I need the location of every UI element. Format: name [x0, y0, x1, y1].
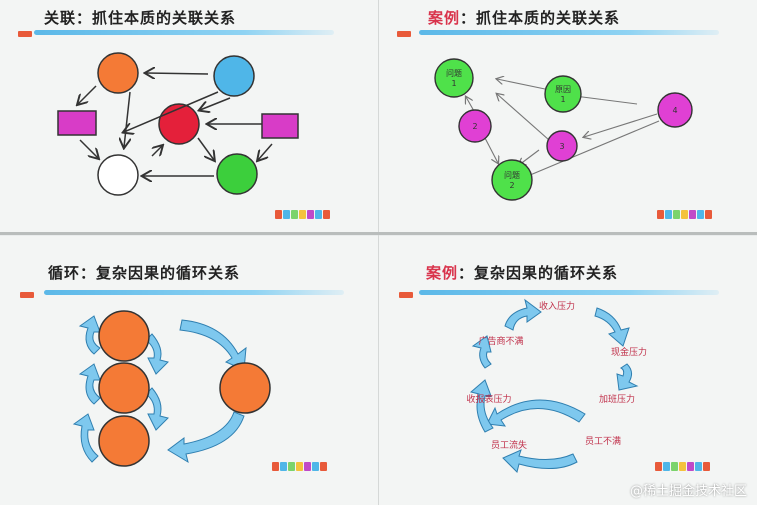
panel-association: 关联：抓住本质的关联关系: [0, 0, 378, 232]
node-4-label: 4: [672, 106, 677, 115]
cycle-label-staff-unhappy: 员工不满: [585, 436, 621, 447]
horizontal-divider: [0, 232, 757, 235]
red-node: [158, 103, 200, 145]
vertical-divider: [378, 0, 379, 505]
title-underline: [34, 30, 334, 35]
cycle-node-middle: [98, 362, 150, 414]
cycle-label-advertiser: 广告商不满: [478, 335, 523, 347]
association-arrows: [78, 73, 273, 176]
title-accent: 案例: [428, 9, 461, 27]
title-accent: 案例: [426, 264, 459, 282]
white-node: [97, 154, 139, 196]
orange-node: [97, 52, 139, 94]
reason-node: [544, 75, 582, 113]
cycle-label-overtime: 加班压力: [599, 393, 635, 405]
left-magenta-box: [57, 110, 97, 136]
panel-cycle-case: 案例：复杂因果的循环关系 收入压力 现金压力 加班压力 员工不满 员工流失 收报…: [379, 236, 757, 505]
association-diagram: [57, 52, 299, 196]
right-magenta-box: [261, 113, 299, 139]
panel-title: 关联：抓住本质的关联关系: [44, 9, 237, 27]
title-rest: ：抓住本质的关联关系: [460, 9, 621, 27]
brand-logo: [272, 462, 327, 471]
section-marker: [397, 31, 411, 37]
panel-title: 案例：抓住本质的关联关系: [428, 7, 620, 28]
cycle-label-staff-loss: 员工流失: [491, 439, 527, 451]
panel-title: 循环：复杂因果的循环关系: [48, 264, 241, 282]
section-marker: [399, 292, 413, 298]
title-rest: ：复杂因果的循环关系: [458, 264, 619, 282]
watermark: @稀土掘金技术社区: [629, 484, 747, 499]
panel-title: 案例：复杂因果的循环关系: [426, 262, 618, 283]
problem2-node: [491, 159, 533, 201]
node-4: [657, 92, 693, 128]
cycle-node-bottom: [98, 415, 150, 467]
cycle-label-revenue: 收入压力: [539, 300, 575, 312]
panel-cycle: 循环：复杂因果的循环关系: [0, 236, 378, 505]
node-2: [458, 109, 492, 143]
cycle-label-cash: 现金压力: [611, 346, 647, 358]
cycle-diagram: [72, 310, 271, 467]
cycle-case-arrows: [469, 298, 639, 473]
node-2-label: 2: [472, 122, 477, 131]
cycle-case-diagram: 收入压力 现金压力 加班压力 员工不满 员工流失 收报表压力 广告商不满: [466, 298, 647, 473]
node-3-label: 3: [559, 142, 564, 151]
section-marker: [20, 292, 34, 298]
title-underline: [44, 290, 344, 295]
brand-logo: [657, 210, 712, 219]
cycle-node-right: [219, 362, 271, 414]
title-underline: [419, 290, 719, 295]
node-3: [546, 130, 578, 162]
green-node: [216, 153, 258, 195]
brand-logo: [275, 210, 330, 219]
cycle-label-report: 收报表压力: [466, 393, 511, 405]
cycle-arrows: [72, 315, 247, 464]
problem1-node: [434, 58, 474, 98]
blue-node: [213, 55, 255, 97]
section-marker: [18, 31, 32, 37]
brand-logo: [655, 462, 710, 471]
title-underline: [419, 30, 719, 35]
cycle-node-top: [98, 310, 150, 362]
